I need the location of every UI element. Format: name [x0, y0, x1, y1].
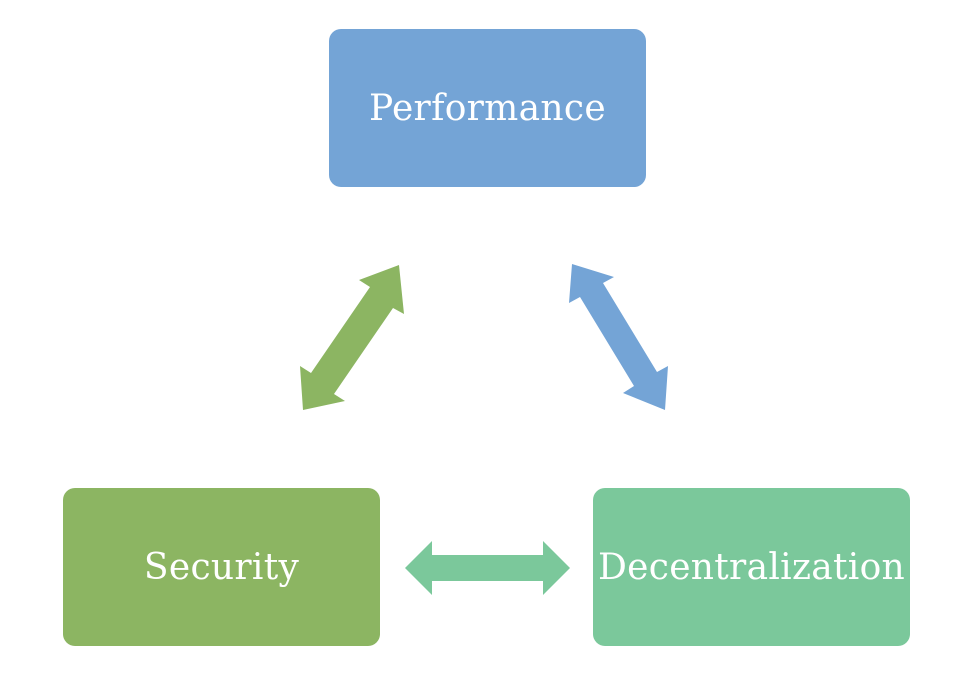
node-decentralization: Decentralization: [593, 488, 910, 646]
arrow-security-performance: [300, 265, 404, 410]
node-security-label: Security: [143, 546, 300, 588]
arrow-security-decentralization: [405, 541, 570, 595]
arrow-security-decentralization-shape: [405, 541, 570, 595]
node-decentralization-label: Decentralization: [597, 546, 906, 588]
arrow-performance-decentralization: [569, 264, 668, 410]
node-performance-label: Performance: [369, 87, 606, 129]
arrow-security-performance-shape: [300, 265, 404, 410]
node-security: Security: [63, 488, 380, 646]
node-performance: Performance: [329, 29, 646, 187]
arrow-performance-decentralization-shape: [569, 264, 668, 410]
